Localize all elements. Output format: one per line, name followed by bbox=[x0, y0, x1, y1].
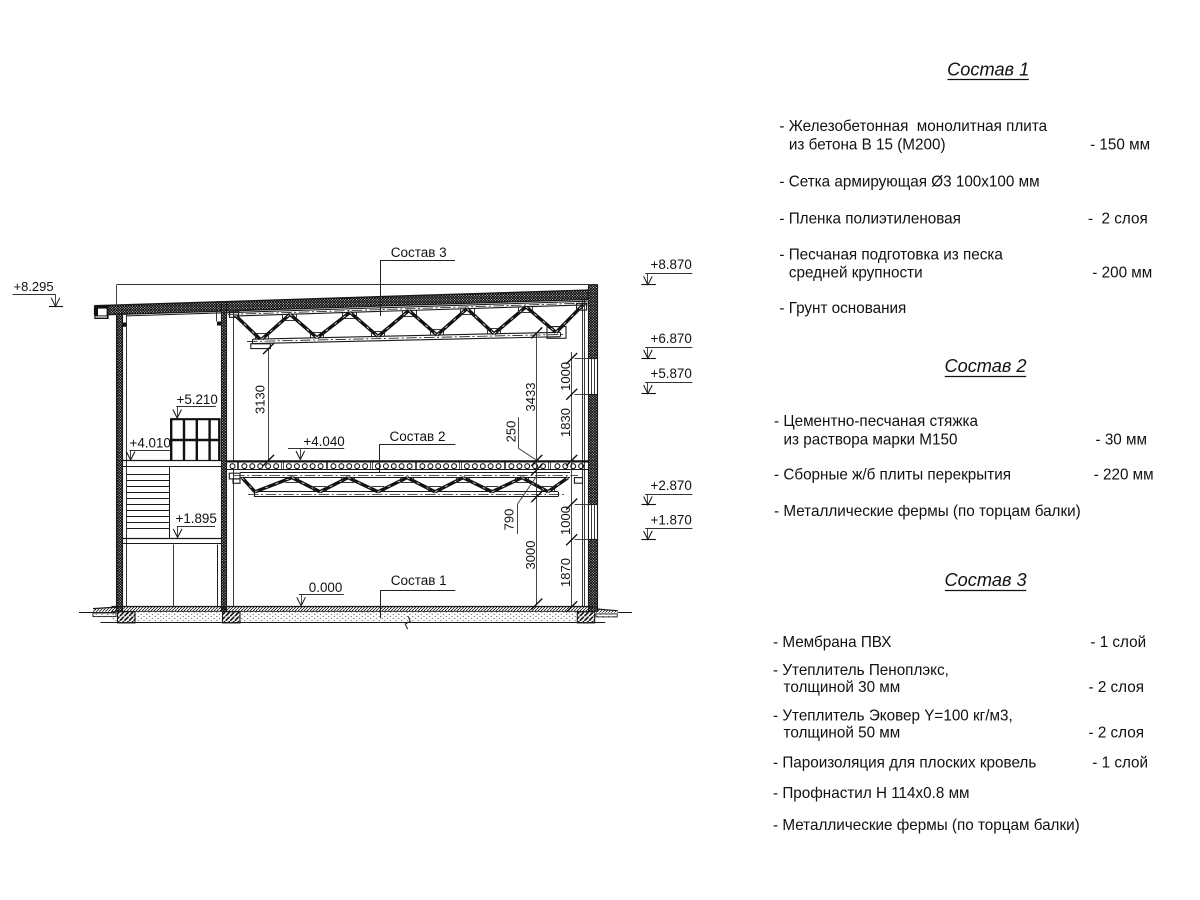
svg-text:+5.210: +5.210 bbox=[177, 392, 218, 407]
svg-text:- 220 мм: - 220 мм bbox=[1094, 466, 1154, 483]
svg-text:- Пленка полиэтиленовая: - Пленка полиэтиленовая bbox=[779, 210, 961, 227]
svg-text:- Металлические фермы (по торц: - Металлические фермы (по торцам балки) bbox=[773, 817, 1080, 834]
svg-text:- Сетка армирующая Ø3 100x100: - Сетка армирующая Ø3 100x100 мм bbox=[779, 173, 1039, 190]
svg-text:- Утеплитель Пеноплэкс,: - Утеплитель Пеноплэкс, bbox=[773, 662, 949, 679]
svg-text:- 1 слой: - 1 слой bbox=[1090, 634, 1146, 651]
svg-text:Состав 2: Состав 2 bbox=[390, 429, 446, 444]
svg-text:1870: 1870 bbox=[558, 558, 573, 587]
svg-text:+5.870: +5.870 bbox=[651, 366, 692, 381]
svg-text:- Пароизоляция для плоских кро: - Пароизоляция для плоских кровель bbox=[773, 755, 1036, 772]
svg-text:1830: 1830 bbox=[558, 408, 573, 437]
svg-text:+1.895: +1.895 bbox=[176, 511, 217, 526]
svg-text:3130: 3130 bbox=[253, 385, 268, 414]
svg-text:- Железобетонная монолитная п: - Железобетонная монолитная плита bbox=[779, 118, 1047, 135]
svg-text:1000: 1000 bbox=[558, 362, 573, 391]
svg-text:- Песчаная подготовка из песка: - Песчаная подготовка из песка bbox=[779, 246, 1003, 263]
svg-text:Состав 3: Состав 3 bbox=[391, 245, 447, 260]
svg-text:Состав 1: Состав 1 bbox=[947, 60, 1029, 80]
svg-text:средней крупности: средней крупности bbox=[789, 265, 923, 282]
svg-text:толщиной 30 мм: толщиной 30 мм bbox=[784, 679, 901, 696]
svg-text:- Цементно-песчаная стяжка: - Цементно-песчаная стяжка bbox=[774, 413, 979, 430]
svg-text:- 1 слой: - 1 слой bbox=[1092, 755, 1148, 772]
svg-text:250: 250 bbox=[504, 421, 519, 443]
svg-text:790: 790 bbox=[502, 509, 517, 531]
svg-text:3433: 3433 bbox=[523, 383, 538, 412]
svg-text:толщиной 50 мм: толщиной 50 мм bbox=[784, 725, 901, 742]
svg-text:Состав 2: Состав 2 bbox=[944, 356, 1026, 376]
svg-text:- 2 слоя: - 2 слоя bbox=[1089, 725, 1144, 742]
svg-text:- 150 мм: - 150 мм bbox=[1090, 136, 1150, 153]
svg-text:Состав 1: Состав 1 bbox=[391, 573, 447, 588]
svg-text:из бетона В 15 (М200): из бетона В 15 (М200) bbox=[789, 136, 946, 153]
svg-text:- 30 мм: - 30 мм bbox=[1096, 432, 1147, 449]
svg-text:3000: 3000 bbox=[523, 541, 538, 570]
svg-text:+4.040: +4.040 bbox=[303, 434, 344, 449]
svg-text:+1.870: +1.870 bbox=[651, 512, 692, 527]
svg-text:+8.295: +8.295 bbox=[14, 279, 54, 294]
svg-text:- 2 слоя: - 2 слоя bbox=[1089, 679, 1144, 696]
svg-text:0.000: 0.000 bbox=[309, 580, 343, 595]
svg-text:1000: 1000 bbox=[558, 506, 573, 535]
svg-text:- 200 мм: - 200 мм bbox=[1092, 265, 1152, 282]
svg-text:- 2 слоя: - 2 слоя bbox=[1088, 210, 1148, 227]
svg-text:- Металлические фермы (по торц: - Металлические фермы (по торцам балки) bbox=[774, 503, 1081, 520]
svg-text:- Мембрана ПВХ: - Мембрана ПВХ bbox=[773, 634, 891, 651]
svg-text:- Сборные ж/б плиты перекрытия: - Сборные ж/б плиты перекрытия bbox=[774, 466, 1011, 483]
svg-text:+8.870: +8.870 bbox=[651, 257, 692, 272]
svg-text:Состав 3: Состав 3 bbox=[945, 570, 1027, 590]
svg-text:+2.870: +2.870 bbox=[651, 478, 692, 493]
svg-text:- Грунт основания: - Грунт основания bbox=[779, 300, 906, 317]
svg-text:- Профнастил Н 114х0.8 мм: - Профнастил Н 114х0.8 мм bbox=[773, 785, 970, 802]
svg-text:из раствора марки М150: из раствора марки М150 bbox=[784, 432, 958, 449]
svg-text:+6.870: +6.870 bbox=[651, 331, 692, 346]
svg-text:- Утеплитель Эковер Y=100 кг/м: - Утеплитель Эковер Y=100 кг/м3, bbox=[773, 708, 1013, 725]
svg-text:+4.010: +4.010 bbox=[130, 436, 171, 451]
